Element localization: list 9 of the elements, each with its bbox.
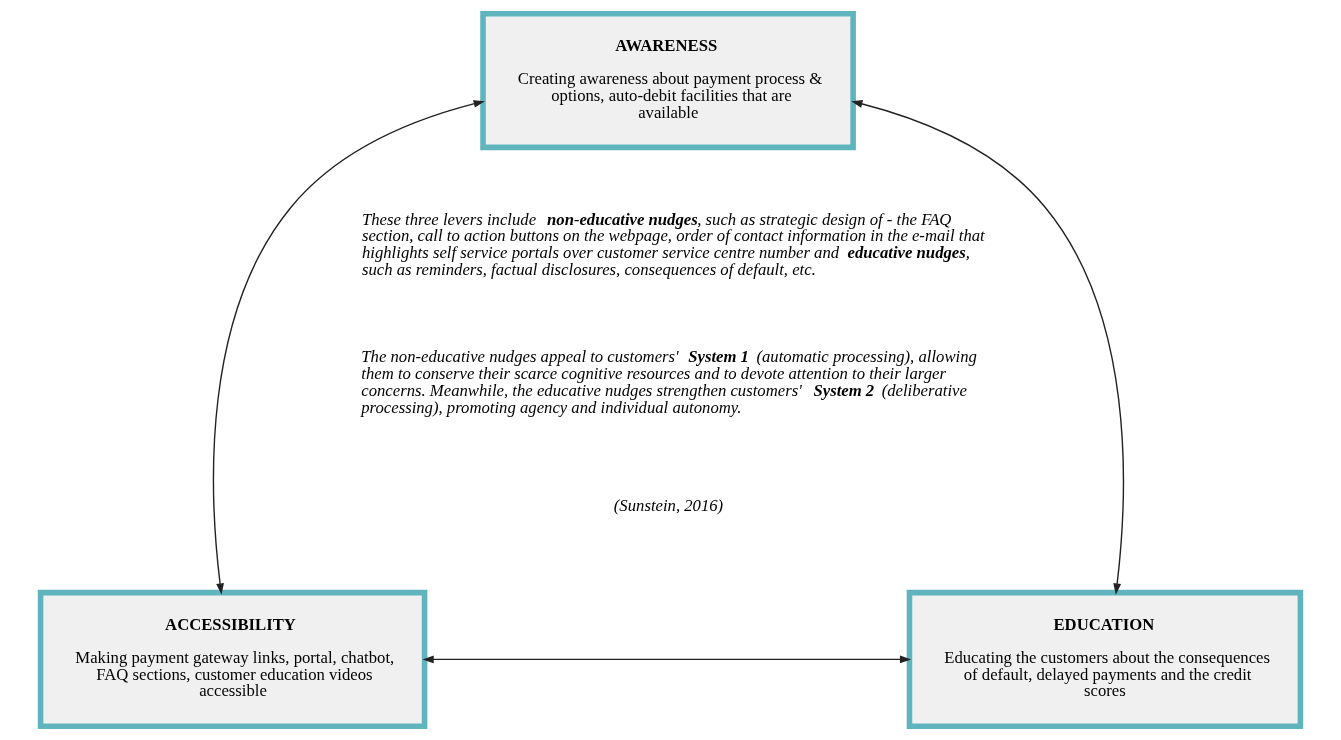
label: These three levers include non-educative nudges, such as strategic design of - the FAQ section, call to action buttons on the webpage, order of contact information in the e-mail that highlights self service portals over customer service centre number and educative nudges, such as reminders, factual disclosures, consequences of default, etc.	[361, 209, 985, 279]
node-box: ACCESSIBILITY Making payment gateway links, portal, chatbot, FAQ sections, customer education videos accessible	[37, 589, 428, 729]
arrow	[851, 100, 1124, 595]
node-box: EDUCATION Educating the customers about the consequences of default, delayed payments and the credit scores	[906, 589, 1304, 729]
arrow	[422, 655, 912, 664]
label: The non-educative nudges appeal to customers' System 1 (automatic processing), allowing them to conserve their scarce cognitive resources and to devote attention to their larger concerns. Meanwhile, the educative nudges strengthen customers' System 2 (deliberative processing), promoting agency and individual autonomy.	[361, 347, 977, 417]
node-box: AWARENESS Creating awareness about payment process & options, auto-debit facilities that are available	[480, 11, 856, 151]
arrow	[212, 100, 485, 595]
label: (Sunstein, 2016)	[613, 495, 724, 515]
